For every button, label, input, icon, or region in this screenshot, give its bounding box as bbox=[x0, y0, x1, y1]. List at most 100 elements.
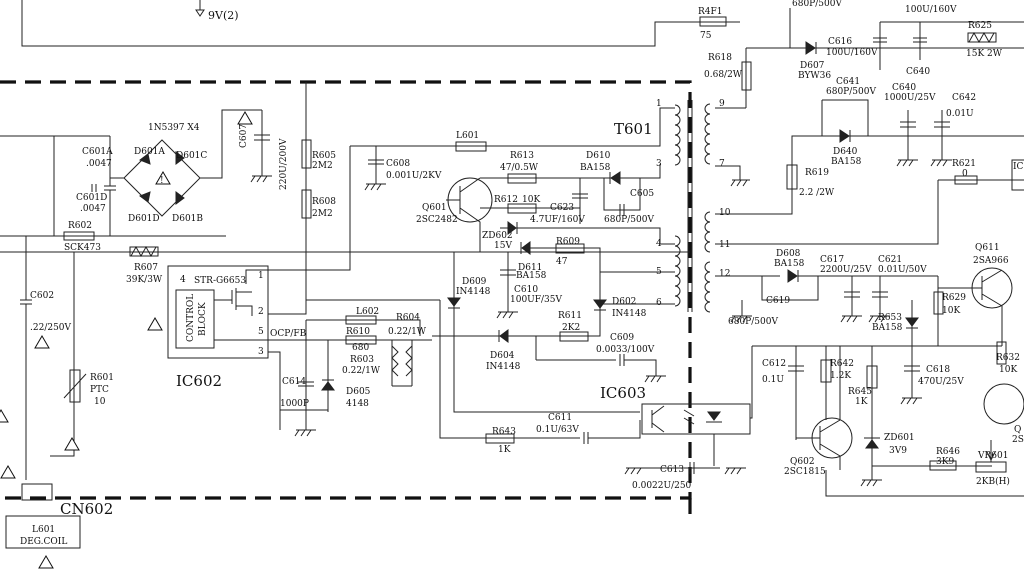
r653-value: BA158 bbox=[872, 323, 903, 333]
ic602-chip-name: STR-G6653 bbox=[194, 276, 246, 286]
r613-value: 47/0.5W bbox=[500, 163, 539, 173]
d602-label: D602 bbox=[612, 297, 636, 307]
r610-label: R610 bbox=[346, 327, 370, 337]
c611-label: C611 bbox=[548, 413, 572, 423]
c614-value: 1000P bbox=[280, 399, 309, 409]
ic602-pin-3: 3 bbox=[258, 347, 264, 357]
r609-value: 47 bbox=[556, 257, 568, 267]
r645-value: 1K bbox=[855, 397, 868, 407]
r601-value-2: 10 bbox=[94, 397, 106, 407]
d608-diode bbox=[787, 269, 798, 283]
d609-diode bbox=[447, 297, 461, 307]
r603-label: R603 bbox=[350, 355, 374, 365]
c623-label: C623 bbox=[550, 203, 574, 213]
d605-label: D605 bbox=[346, 387, 371, 397]
deg-coil-box bbox=[5, 515, 81, 549]
q-edge-transistor bbox=[983, 383, 1024, 425]
cn602-label: CN602 bbox=[60, 500, 113, 518]
ic-edge-label: IC bbox=[1013, 162, 1024, 172]
d604-value: IN4148 bbox=[486, 362, 521, 372]
t601-pin-10: 10 bbox=[719, 208, 731, 218]
r603-value: 0.22/1W bbox=[342, 366, 381, 376]
r621-resistor bbox=[954, 175, 978, 185]
c616-value: 100U/160V bbox=[826, 48, 878, 58]
r607-label: R607 bbox=[134, 263, 158, 273]
c613-label: C613 bbox=[660, 465, 684, 475]
c618-value: 470U/25V bbox=[918, 377, 964, 387]
c614-label: C614 bbox=[282, 377, 306, 387]
r4f1-label: R4F1 bbox=[698, 7, 722, 17]
d601d-label: D601D bbox=[128, 214, 160, 224]
d608-label: D608 bbox=[776, 249, 801, 259]
c640-value: 1000U/25V bbox=[884, 93, 936, 103]
primary-side: 1N5397 X4 D601A D601C D601D D601B ! C601… bbox=[0, 82, 690, 569]
r643-label: R643 bbox=[492, 427, 516, 437]
r604-value: 0.22/1W bbox=[388, 327, 427, 337]
d607-diode bbox=[805, 41, 816, 55]
c623-value: 4.7UF/160V bbox=[530, 215, 585, 225]
c640-label: C640 bbox=[892, 83, 916, 93]
c640-top-label: C640 bbox=[906, 67, 930, 77]
c621-value: 0.01U/50V bbox=[878, 265, 927, 275]
r601-value-1: PTC bbox=[90, 385, 109, 395]
r607-value: 39K/3W bbox=[126, 275, 163, 285]
d607-value: BYW36 bbox=[798, 71, 831, 81]
c619-label: C619 bbox=[766, 296, 790, 306]
c612-value: 0.1U bbox=[762, 375, 784, 385]
d601b-label: D601B bbox=[172, 214, 203, 224]
r605-label: R605 bbox=[312, 151, 336, 161]
r621-label: R621 bbox=[952, 159, 976, 169]
d607-label: D607 bbox=[800, 61, 825, 71]
t601-pin-9: 9 bbox=[719, 99, 725, 109]
r4f1-resistor bbox=[699, 16, 727, 27]
t601-pin-12: 12 bbox=[719, 269, 730, 279]
l601-inductor bbox=[455, 141, 487, 152]
t601-pin-7: 7 bbox=[719, 159, 725, 169]
c611-value: 0.1U/63V bbox=[536, 425, 579, 435]
t601-label: T601 bbox=[614, 120, 653, 138]
vr601-value: 2KB(H) bbox=[976, 476, 1010, 487]
q601-value: 2SC2482 bbox=[416, 215, 458, 225]
r613-label: R613 bbox=[510, 151, 534, 161]
d611-label: D611 bbox=[518, 263, 542, 273]
d605-diode bbox=[321, 381, 335, 391]
cn602-connector bbox=[21, 483, 53, 501]
control-block-line2: BLOCK bbox=[198, 302, 208, 336]
r601-ptc bbox=[69, 369, 81, 403]
ic603-label: IC603 bbox=[600, 384, 646, 402]
ic602-label: IC602 bbox=[176, 372, 222, 390]
r601-label: R601 bbox=[90, 373, 114, 383]
c607-label: C607 bbox=[239, 124, 249, 148]
ic602-package bbox=[167, 265, 269, 359]
c602-value: .22/250V bbox=[30, 323, 72, 333]
r632-resistor bbox=[996, 341, 1007, 365]
r610-value: 680 bbox=[352, 343, 369, 353]
t601-pin-6: 6 bbox=[656, 298, 662, 308]
r619-label: R619 bbox=[805, 168, 829, 178]
d605-value: 4148 bbox=[346, 399, 369, 409]
d640-label: D640 bbox=[833, 147, 858, 157]
d609-label: D609 bbox=[462, 277, 487, 287]
r607-resistor bbox=[129, 246, 159, 257]
r602-label: R602 bbox=[68, 221, 92, 231]
ic602-pin-2: 2 bbox=[258, 307, 264, 317]
ic602-pin-1: 1 bbox=[258, 271, 264, 281]
c608-label: C608 bbox=[386, 159, 410, 169]
secondary-side: R619 2.2 /2W C641 680P/500V D640 BA158 C… bbox=[600, 77, 1024, 497]
zd602-label: ZD602 bbox=[482, 231, 513, 241]
c610-value: 100UF/35V bbox=[510, 295, 562, 305]
r612-resistor bbox=[507, 203, 537, 214]
control-block-line1: CONTROL bbox=[186, 294, 196, 342]
c616-label: C616 bbox=[828, 37, 852, 47]
transformer-t601: T601 1 3 4 5 6 9 7 10 11 12 bbox=[614, 99, 731, 313]
d640-diode bbox=[839, 129, 850, 143]
ic603-optocoupler bbox=[641, 403, 751, 435]
zd601-label: ZD601 bbox=[884, 433, 915, 443]
r629-resistor bbox=[933, 291, 944, 315]
r602-resistor bbox=[63, 231, 95, 241]
r625-value: 15K 2W bbox=[966, 49, 1003, 59]
c609-label: C609 bbox=[610, 333, 634, 343]
r605-resistor bbox=[301, 139, 312, 169]
r625-label: R625 bbox=[968, 21, 992, 31]
